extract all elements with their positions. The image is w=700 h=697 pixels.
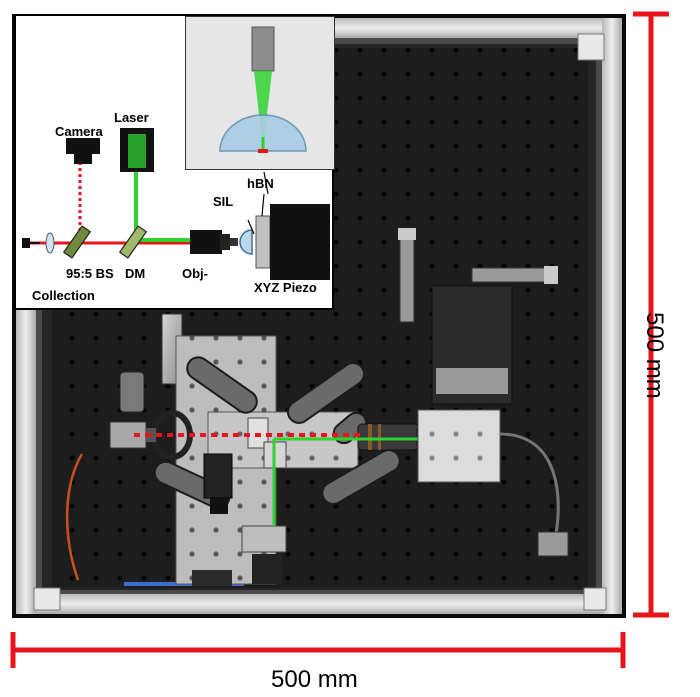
laser-label: Laser [114,110,149,125]
zoom-sil [219,114,307,152]
beamsplitter-label: 95:5 BS [66,266,114,281]
height-label: 500 mm [641,312,668,399]
sil [239,229,253,255]
width-label: 500 mm [271,666,358,693]
beamsplitter [62,225,92,259]
dm-label: DM [125,266,146,281]
sample-holder [255,215,271,269]
piezo-label: XYZ Piezo [254,280,317,295]
zoom-hbn [258,149,268,153]
objective-body [190,230,222,254]
camera-body [66,138,100,154]
objective-label: Obj- [182,266,208,281]
sil-label: SIL [213,194,234,209]
schematic-inset: Laser Camera SIL hBN 95:5 BS DM Obj- XYZ… [14,14,335,310]
sil-zoom-panel [185,16,335,170]
collection-lens [45,232,55,254]
horizontal-scale-bar [10,632,626,668]
collection-fiber [22,238,30,248]
hbn-label: hBN [247,176,274,191]
dichroic-mirror [118,225,148,259]
camera-label: Camera [55,124,103,139]
zoom-laser-cone [254,71,272,149]
zoom-objective [251,26,275,72]
collection-label: Collection [32,288,95,303]
xyz-piezo [270,204,330,280]
